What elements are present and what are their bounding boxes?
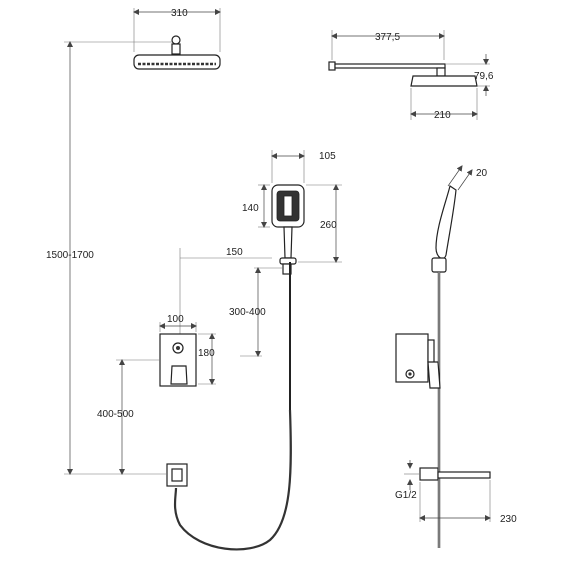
hand-face-label: 140 bbox=[242, 203, 259, 214]
shower-hose bbox=[173, 409, 292, 551]
hand-length-label: 260 bbox=[320, 220, 337, 231]
thread-dimension: G1/2 bbox=[395, 460, 417, 501]
thread-label: G1/2 bbox=[395, 490, 417, 501]
mixer-width-dimension: 100 bbox=[159, 314, 197, 332]
holder-range-dimension: 300-400 bbox=[229, 267, 282, 357]
shower-head-front bbox=[133, 35, 221, 70]
mixer-width-label: 100 bbox=[167, 314, 184, 325]
head-diameter-dimension: 210 bbox=[410, 88, 478, 121]
head-width-label: 310 bbox=[171, 8, 188, 19]
mixer-front bbox=[159, 333, 197, 387]
mixer-height-dimension: 180 bbox=[198, 333, 216, 385]
head-height-label: 79,6 bbox=[474, 71, 494, 82]
spout-side bbox=[404, 467, 491, 481]
spout-length-dimension: 230 bbox=[419, 480, 517, 525]
head-height-dimension: 79,6 bbox=[446, 54, 494, 96]
shower-arm-side bbox=[328, 61, 478, 87]
hand-width-label: 105 bbox=[319, 151, 336, 162]
mixer-position-dimension: 400-500 bbox=[97, 359, 160, 475]
total-height-dimension: 1500-1700 bbox=[46, 41, 172, 475]
holder-offset-label: 150 bbox=[226, 247, 243, 258]
mixer-position-label: 400-500 bbox=[97, 409, 134, 420]
hand-face-dimension: 140 bbox=[242, 184, 270, 228]
hand-thickness-dimension: 20 bbox=[447, 165, 488, 191]
head-width-dimension: 310 bbox=[133, 8, 221, 52]
mixer-side bbox=[395, 333, 441, 389]
hand-shower-front bbox=[271, 184, 305, 412]
head-diameter-label: 210 bbox=[434, 110, 451, 121]
hand-thickness-label: 20 bbox=[476, 168, 488, 179]
arm-length-dimension: 377,5 bbox=[331, 30, 445, 60]
hand-length-dimension: 260 bbox=[298, 184, 342, 263]
hand-width-dimension: 105 bbox=[271, 150, 336, 183]
spout-length-label: 230 bbox=[500, 514, 517, 525]
mixer-height-label: 180 bbox=[198, 348, 215, 359]
hand-shower-side bbox=[431, 185, 457, 548]
total-height-label: 1500-1700 bbox=[46, 250, 94, 261]
wall-outlet bbox=[166, 463, 188, 487]
arm-length-label: 377,5 bbox=[375, 32, 400, 43]
holder-range-label: 300-400 bbox=[229, 307, 266, 318]
